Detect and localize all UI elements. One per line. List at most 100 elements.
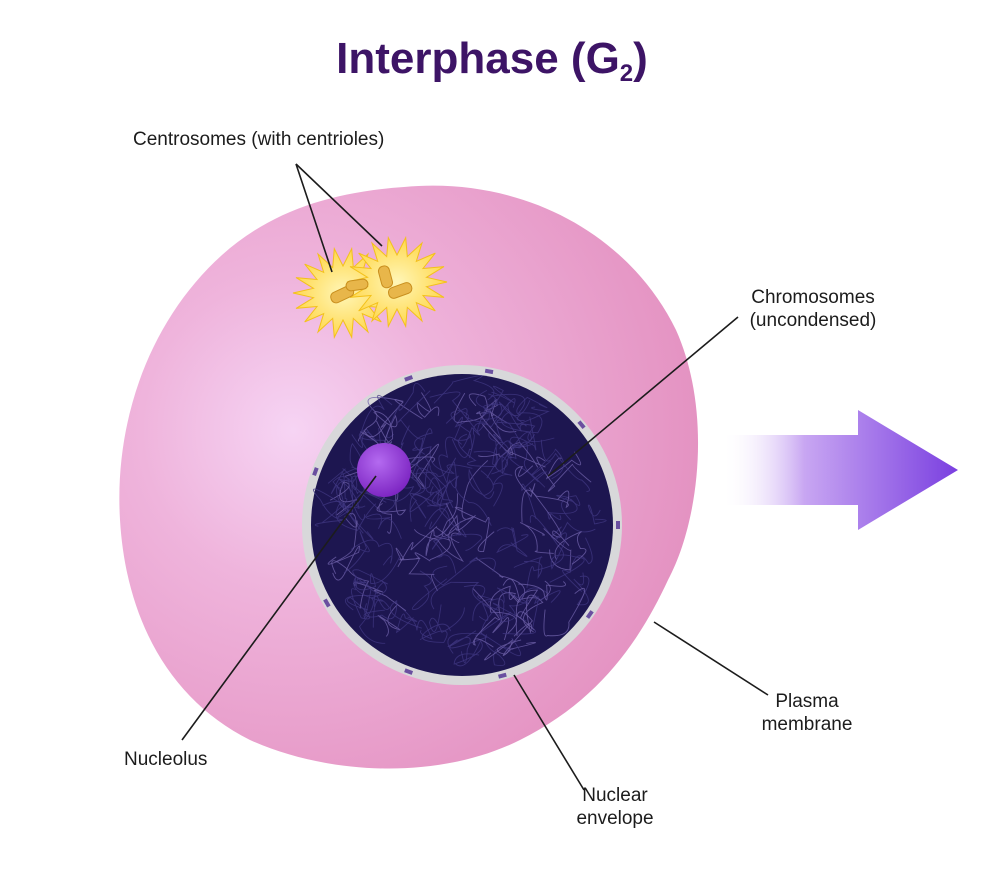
chromatin-strand <box>468 468 495 499</box>
chromatin-strand <box>536 456 592 492</box>
chromatin-strand <box>587 504 607 525</box>
chromatin-strand <box>484 634 514 666</box>
chromatin-strand <box>477 393 499 432</box>
chromatin-strand <box>411 570 448 610</box>
chromatin-strand <box>356 577 385 619</box>
chromatin-strand <box>351 395 393 448</box>
chromatin-strand <box>412 457 457 484</box>
chromatin-strand <box>365 513 402 539</box>
chromatin-strand <box>547 498 578 520</box>
chromatin-strand <box>376 480 407 516</box>
chromatin-strand <box>516 406 550 426</box>
chromatin-strand <box>507 401 555 443</box>
nuclear-pore <box>577 420 586 430</box>
chromatin-strand <box>554 531 587 565</box>
chromatin-strand <box>496 527 529 554</box>
chromatin-strand <box>472 587 500 648</box>
chromatin-strand <box>327 468 346 510</box>
chromatin-strand <box>458 520 483 551</box>
chromatin-strand <box>556 494 581 521</box>
chromatin-strand <box>521 471 547 519</box>
chromatin-strand <box>432 533 462 574</box>
chromatin-strand <box>373 410 398 444</box>
chromatin-strand <box>335 503 377 540</box>
label-nuclear-envelope: Nuclear envelope <box>560 784 670 830</box>
chromatin-strand <box>502 611 537 657</box>
chromatin-strand <box>448 460 489 541</box>
chromatin-strand <box>353 575 383 602</box>
chromatin-strand <box>335 512 358 563</box>
nuclear-pore <box>585 610 594 619</box>
chromatin-strand <box>549 532 585 583</box>
chromatin-strand <box>409 485 435 519</box>
chromatin-strand <box>447 602 527 654</box>
chromatin-strand <box>458 433 499 468</box>
chromatin-strand <box>509 416 537 451</box>
chromatin-strand <box>408 557 438 592</box>
chromatin-strand <box>432 556 496 586</box>
title-close: ) <box>633 34 648 83</box>
chromatin-strand <box>573 572 590 606</box>
chromatin-strand <box>414 529 464 563</box>
chromatin-strand <box>490 393 543 434</box>
chromatin-strand <box>463 584 494 621</box>
chromatin-strand <box>409 494 450 530</box>
chromatin-strand <box>499 440 551 476</box>
chromatin-strand <box>429 604 465 634</box>
chromatin-strand <box>515 589 539 631</box>
chromatin-strand <box>491 431 532 475</box>
nuclear-pore <box>323 598 331 608</box>
chromatin-strand <box>447 630 477 664</box>
centrosome-right <box>346 235 448 329</box>
chromatin-strand <box>397 526 460 568</box>
chromatin-strand <box>496 587 549 605</box>
leader-chromosomes <box>547 316 739 477</box>
chromatin-strand <box>491 385 515 409</box>
nuclear-pore <box>484 368 494 375</box>
chromatin-strand <box>425 529 451 561</box>
chromatin-strand <box>453 409 472 441</box>
chromatin-strand <box>434 503 461 537</box>
chromatin-strand <box>453 640 483 667</box>
chromatin-strand <box>516 396 548 421</box>
nuclear-pore <box>312 467 319 477</box>
chromatin-strand <box>395 613 418 634</box>
chromatin-strand <box>475 557 526 604</box>
chromatin-strand <box>507 442 546 468</box>
chromatin-strand <box>327 545 361 581</box>
chromatin-strand <box>496 419 535 449</box>
chromatin-strand <box>449 632 522 657</box>
chromatin-strand <box>364 599 422 629</box>
chromatin-strand <box>353 582 407 612</box>
chromatin-strand <box>445 389 490 424</box>
nuclear-pore <box>498 672 507 679</box>
chromatin-strand <box>519 522 554 554</box>
chromatin-strand <box>350 539 393 566</box>
nuclear-pore <box>404 668 414 675</box>
label-plasma-line2: membrane <box>761 714 853 735</box>
chromatin-strand <box>393 390 431 465</box>
chromatin-strand <box>492 461 513 507</box>
leader-centrosome-left <box>295 163 333 273</box>
label-plasma-line1: Plasma <box>775 691 839 712</box>
chromatin-strand <box>550 521 596 539</box>
chromatin-strand <box>429 391 480 449</box>
nuclear-pore <box>616 521 620 529</box>
chromatin-strand <box>468 398 516 459</box>
label-plasma-membrane: Plasma membrane <box>752 690 862 736</box>
label-nucleolus: Nucleolus <box>124 749 208 770</box>
centriole-pair-right <box>377 265 413 299</box>
chromatin-strand <box>336 476 369 508</box>
label-chromosomes-line2: (uncondensed) <box>749 310 877 331</box>
chromatin-strand <box>482 400 531 416</box>
chromatin-strand <box>354 555 401 591</box>
chromatin-strand <box>363 399 423 438</box>
chromatin-strand <box>439 461 467 538</box>
label-chromosomes-line1: Chromosomes <box>751 287 875 308</box>
chromatin-strand <box>352 569 388 607</box>
chromatin-strand <box>562 537 593 592</box>
chromatin-strand <box>518 581 567 601</box>
chromatin-strand <box>415 477 454 507</box>
